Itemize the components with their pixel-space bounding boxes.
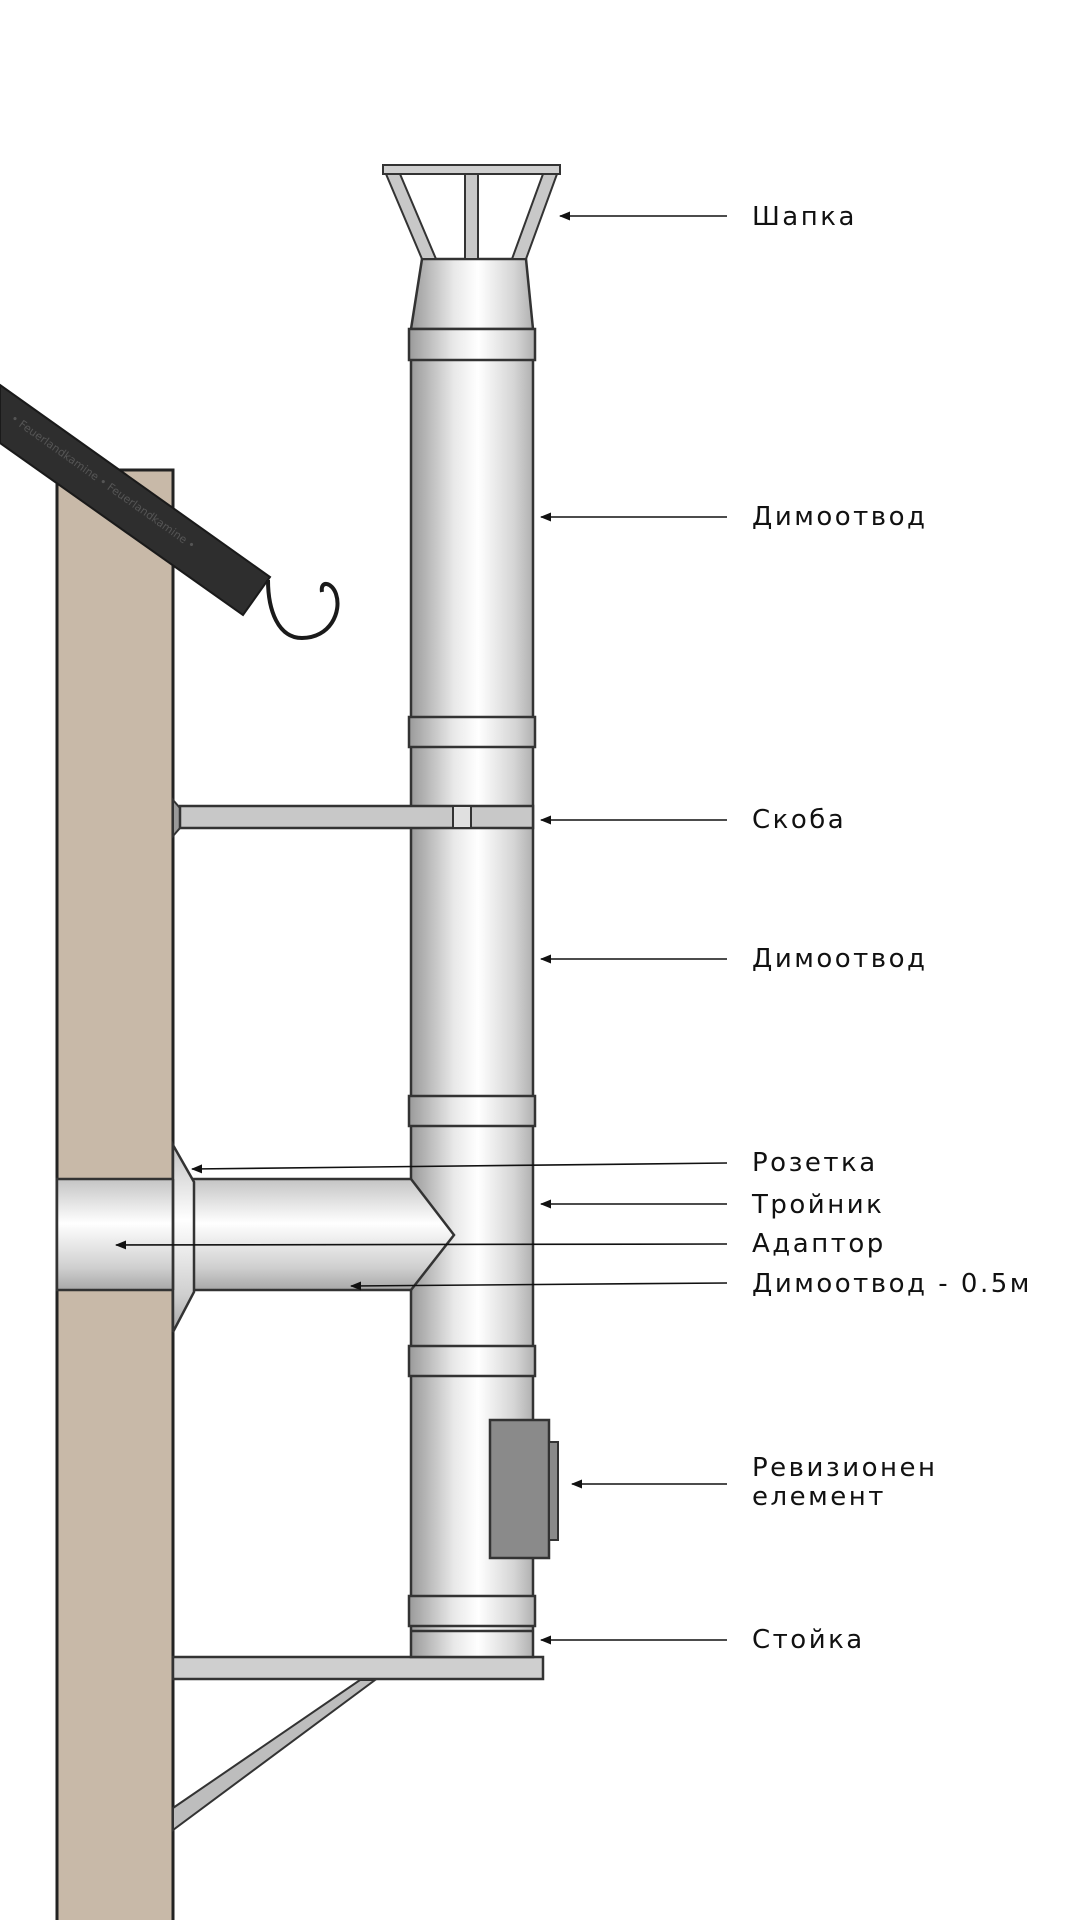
gutter-hook <box>266 579 340 641</box>
label-cap: Шапка <box>752 202 857 232</box>
arrow-rosette <box>190 1162 728 1174</box>
label-inspection-line1: Ревизионен <box>752 1453 938 1483</box>
label-flue-upper: Димоотвод <box>752 502 928 532</box>
label-rosette: Розетка <box>752 1148 878 1178</box>
label-support: Стойка <box>752 1625 865 1655</box>
label-inspection-line2: елемент <box>752 1482 886 1512</box>
label-flue-middle: Димоотвод <box>752 944 928 974</box>
label-adapter: Адаптор <box>752 1229 886 1259</box>
cap-cone <box>409 257 535 331</box>
arrow-adapter <box>114 1240 728 1250</box>
cap-leg-center <box>464 173 479 260</box>
arrow-flue-short <box>349 1281 728 1291</box>
label-bracket: Скоба <box>752 805 847 835</box>
support-strut <box>172 1679 379 1832</box>
bracket-clip <box>452 805 472 829</box>
horizontal-flue-pipe <box>55 1177 456 1292</box>
label-tee: Тройник <box>752 1190 885 1220</box>
support-platform <box>171 1655 545 1681</box>
leader-arrows <box>114 211 728 1645</box>
rosette <box>171 1140 196 1333</box>
inspection-door-plate <box>548 1441 559 1541</box>
cap-rim <box>382 164 561 175</box>
label-flue-short: Димоотвод - 0.5м <box>752 1269 1032 1299</box>
cap-leg-left <box>384 173 438 260</box>
inspection-door <box>488 1418 551 1560</box>
wall-bracket <box>178 804 535 830</box>
pipe-clamp-bands <box>407 327 537 1633</box>
cap-leg-right <box>510 173 559 260</box>
roof <box>0 383 272 617</box>
